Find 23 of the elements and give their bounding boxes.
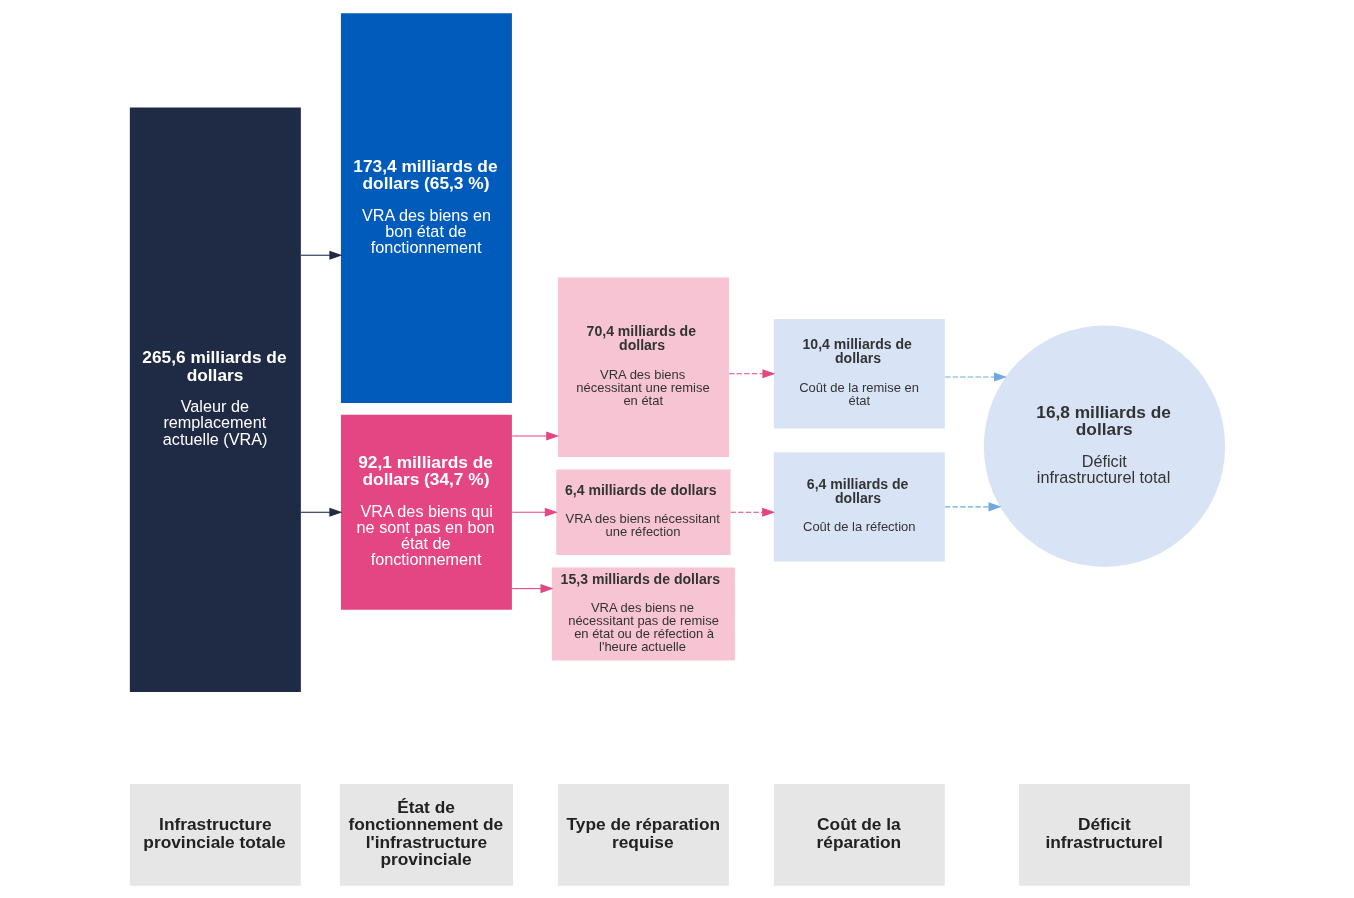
node-box: 6,4 milliards de dollars VRA des biens nécessitant une réfection [555, 469, 731, 555]
node-box: Déficit infrastructurel [1018, 783, 1190, 886]
arrow [729, 507, 775, 517]
arrow [944, 371, 1007, 382]
arrow [944, 501, 1001, 511]
node-box: 15,3 milliards de dollars VRA des biens ne nécessitant pas de remise en état ou de réfection à l'heure actuelle [551, 566, 735, 661]
node-box: 265,6 milliards de dollars Valeur de remplacement actuelle (VRA) [129, 107, 301, 692]
node-circle: 16,8 milliards de dollars Déficit infrastructurel total [983, 325, 1225, 567]
node-box: Type de réparation requise [557, 783, 729, 886]
arrow [299, 250, 342, 260]
node-box: 10,4 milliards de dollars Coût de la remise en état [773, 318, 945, 428]
node-box: Coût de la réparation [773, 783, 945, 886]
arrow [728, 368, 775, 378]
node-box: Infrastructure provinciale totale [129, 783, 301, 886]
arrow [511, 430, 559, 441]
node-box: 70,4 milliards de dollars VRA des biens nécessitant une remise en état [557, 276, 729, 457]
arrow [299, 507, 342, 517]
node-box: 92,1 milliards de dollars (34,7 %) VRA des biens qui ne sont pas en bon état de fonctionnement [340, 414, 512, 610]
node-box: État de fonctionnement de l'infrastructure provinciale [339, 783, 513, 886]
node-box: 173,4 milliards de dollars (65,3 %) VRA des biens en bon état de fonctionnement [340, 12, 512, 403]
arrow [511, 583, 553, 593]
arrow [511, 507, 558, 517]
node-box: 6,4 milliards de dollars Coût de la réfection [773, 451, 945, 561]
